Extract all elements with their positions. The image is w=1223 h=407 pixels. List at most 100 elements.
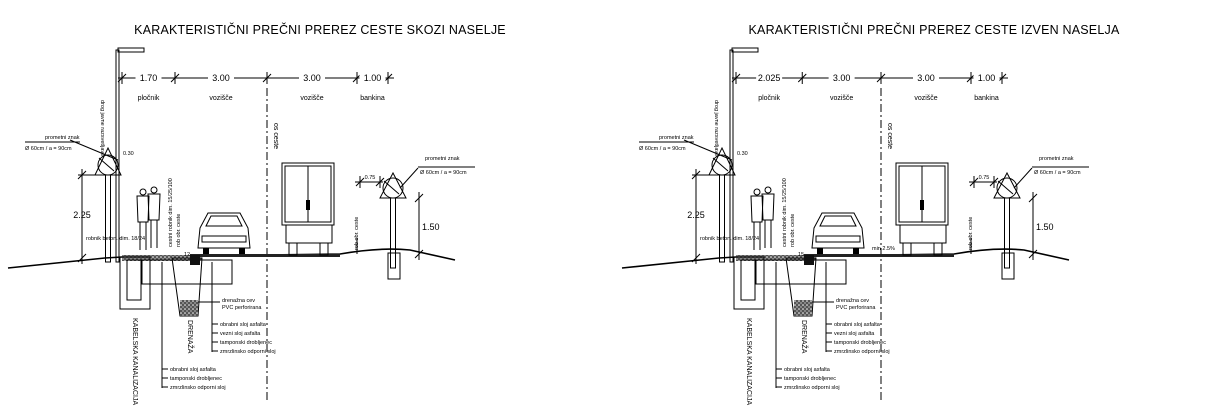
traffic-sign-right xyxy=(993,171,1021,269)
dimension-label-bg xyxy=(973,72,1000,83)
truck-handle xyxy=(306,200,310,210)
leader-line xyxy=(399,167,419,189)
lamp-arm xyxy=(731,47,759,53)
person-torso xyxy=(147,193,161,221)
person-head xyxy=(764,186,772,194)
road-slope-label: min 2.5% xyxy=(872,246,895,252)
leader-line xyxy=(683,139,733,161)
car-windshield xyxy=(819,215,857,227)
zone-label-shoulder: bankina xyxy=(360,95,385,102)
sign-diagonal xyxy=(997,180,1014,195)
person-legs xyxy=(150,220,158,248)
truck xyxy=(895,162,949,256)
trench-label: DRENAŽA xyxy=(186,320,195,354)
lamp-label: drog javne razsvetljave xyxy=(99,100,105,156)
person-legs xyxy=(139,222,147,250)
cross-section-panel-inside: KARAKTERISTIČNI PREČNI PREREZ CESTE SKOZ… xyxy=(7,22,506,405)
dimension-lamp-offset: 0.30 xyxy=(123,151,134,157)
road-layer-label: tamponski drobljenec xyxy=(220,340,272,346)
dimension-label-bg xyxy=(359,72,386,83)
edge-left-label: rob obr. ceste xyxy=(176,214,182,247)
section-title: KARAKTERISTIČNI PREČNI PREREZ CESTE IZVE… xyxy=(749,22,1120,37)
leader-line xyxy=(69,139,119,161)
duct-label: KABELSKA KANALIZACIJA xyxy=(745,318,752,405)
sidewalk-pavement xyxy=(736,255,816,261)
section-title: KARAKTERISTIČNI PREČNI PREREZ CESTE SKOZ… xyxy=(134,22,506,37)
drainage-pipe-bed xyxy=(794,300,812,316)
zone-label-shoulder: bankina xyxy=(974,95,999,102)
person-head xyxy=(139,188,147,196)
truck-wheel xyxy=(288,242,298,256)
car-windshield xyxy=(205,215,243,227)
dimension-shoulder: 1.00 xyxy=(978,73,996,83)
trench-label: DRENAŽA xyxy=(800,320,809,354)
dimension-lane-right: 3.00 xyxy=(917,73,935,83)
truck-chassis xyxy=(285,224,333,244)
dimension-curb: 15 xyxy=(798,252,804,258)
trench-pipe-label: PVC perforirana xyxy=(836,305,876,311)
road-layer-label: zmrzlinsko odporni sloj xyxy=(834,349,890,355)
truck-handle xyxy=(920,200,924,210)
sign-right-spec: Ø 60cm / a = 90cm xyxy=(1034,170,1081,176)
dimension-sidewalk: 1.70 xyxy=(140,73,158,83)
drainage-pipe-bed xyxy=(180,300,198,316)
street-lamp xyxy=(729,47,759,263)
dimension-sidewalk: 2.025 xyxy=(758,73,781,83)
sign-circle xyxy=(711,154,733,176)
sign-pole xyxy=(719,174,725,263)
road-layer-label: obrabni sloj asfalta xyxy=(220,322,267,328)
truck-wheel xyxy=(902,242,912,256)
dimension-sign-right-height: 1.50 xyxy=(422,222,440,232)
dimension-sign-left-height: 2.25 xyxy=(73,210,91,220)
dimension-lane-right: 3.00 xyxy=(303,73,321,83)
centerline-label: os ceste xyxy=(272,123,279,149)
road-asphalt xyxy=(190,254,340,257)
road-curb xyxy=(190,255,200,265)
truck-wheel xyxy=(319,242,329,256)
zone-label-sidewalk: pločnik xyxy=(758,95,780,102)
car-wheel xyxy=(853,248,859,254)
truck xyxy=(281,162,335,256)
centerline-label: os ceste xyxy=(886,123,893,149)
walk-layer-label: tamponski drobljenec xyxy=(170,376,222,382)
zone-label-lane-right: vozišče xyxy=(914,95,937,102)
car-wheel xyxy=(203,248,209,254)
truck-chassis xyxy=(899,224,947,244)
zone-label-sidewalk: pločnik xyxy=(138,95,160,102)
car-body xyxy=(811,212,865,249)
pedestrian xyxy=(147,186,161,248)
road-foundation xyxy=(141,259,233,285)
dimension-lane-left: 3.00 xyxy=(212,73,230,83)
lamp-label: drog javne razsvetljave xyxy=(713,100,719,156)
dimension-sign-left-height: 2.25 xyxy=(687,210,705,220)
edge-right-label: rob obr. ceste xyxy=(354,217,360,250)
dimension-sign-right-offset: 0.75 xyxy=(365,175,376,181)
walk-layer-label: tamponski drobljenec xyxy=(784,376,836,382)
dimension-sign-right-height: 1.50 xyxy=(1036,222,1054,232)
dimension-lamp-offset: 0.30 xyxy=(737,151,748,157)
trench-pipe-label: drenažna cev xyxy=(222,298,255,304)
duct-box xyxy=(119,256,151,310)
car-wheel xyxy=(239,248,245,254)
dimension-label-bg xyxy=(756,72,783,83)
person-torso xyxy=(750,195,764,223)
sign-left-spec: Ø 60cm / a = 90cm xyxy=(639,146,686,152)
zone-label-lane-left: vozišče xyxy=(830,95,853,102)
sign-pole xyxy=(390,197,396,269)
car xyxy=(811,212,865,254)
pedestrian xyxy=(136,188,150,250)
traffic-sign-left xyxy=(94,146,122,263)
edge-left-label: rob obr. ceste xyxy=(790,214,796,247)
zone-label-lane-left: vozišče xyxy=(209,95,232,102)
dimension-shoulder: 1.00 xyxy=(364,73,382,83)
curb-left-label: robnik beton. dim. 18/24 xyxy=(700,236,759,242)
sign-pole xyxy=(105,174,111,263)
traffic-sign-left xyxy=(708,146,736,263)
dimension-label-bg xyxy=(828,72,855,83)
person-torso xyxy=(761,193,775,221)
trench-pipe-label: drenažna cev xyxy=(836,298,869,304)
dimension-label-bg xyxy=(208,72,234,83)
person-head xyxy=(150,186,158,194)
car-grille xyxy=(815,235,861,243)
